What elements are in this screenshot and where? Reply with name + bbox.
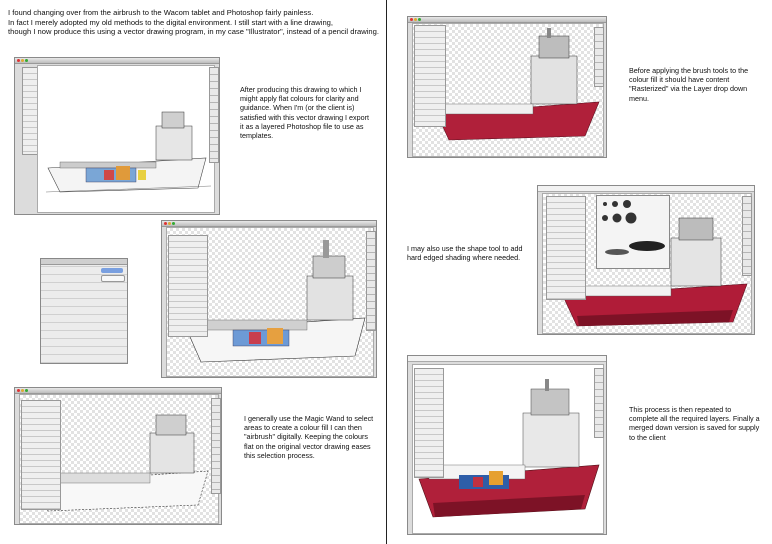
step1-text: After producing this drawing to which I …: [240, 85, 370, 141]
export-dialog: [40, 258, 128, 364]
tools-panel: [366, 231, 376, 331]
ship-layered-drawing: [186, 240, 366, 363]
step2-text: I generally use the Magic Wand to select…: [244, 414, 374, 460]
final-render-screenshot: [407, 355, 607, 535]
left-page: I found changing over from the airbrush …: [8, 0, 387, 544]
brush-presets-panel: [596, 195, 670, 269]
ship-selection-drawing: [35, 414, 209, 512]
tools-panel: [594, 368, 604, 438]
right-page: Before applying the brush tools to the c…: [387, 0, 772, 544]
menu-bar: [538, 186, 754, 192]
colour-fill-screenshot: [407, 16, 607, 158]
tools-panel: [594, 27, 604, 87]
ship-red-hull: [436, 28, 600, 141]
ship-final-render: [418, 379, 600, 518]
tools-panel: [209, 67, 219, 163]
tools-panel: [211, 398, 221, 494]
drawing-canvas: [37, 65, 215, 213]
brush-strokes-icon: [602, 200, 665, 255]
magic-wand-screenshot: [14, 387, 222, 525]
layers-palette: [414, 25, 446, 127]
menu-bar: [408, 356, 606, 362]
intro-text: I found changing over from the airbrush …: [8, 8, 379, 37]
layers-palette: [21, 400, 61, 510]
step3-text: Before applying the brush tools to the c…: [629, 66, 749, 103]
tools-panel: [742, 196, 752, 276]
illustrator-screenshot: [14, 57, 220, 215]
ship-shaded: [562, 217, 748, 327]
layers-palette: [168, 235, 208, 337]
step4-text: I may also use the shape tool to add har…: [407, 244, 523, 263]
photoshop-layers-screenshot: [161, 220, 377, 378]
layers-palette: [546, 196, 586, 300]
layers-palette: [414, 368, 444, 478]
step5-text: This process is then repeated to complet…: [629, 405, 760, 442]
shape-tool-screenshot: [537, 185, 755, 335]
ship-line-drawing: [46, 111, 212, 193]
final-canvas: [412, 364, 604, 534]
